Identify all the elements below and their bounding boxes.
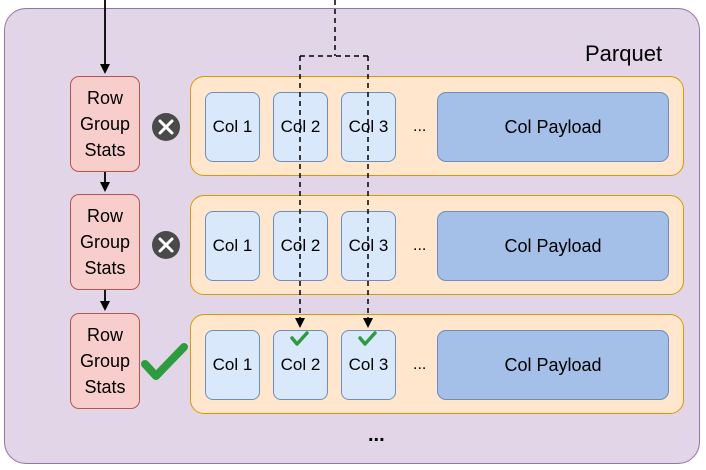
column-payload: Col Payload (437, 92, 669, 162)
column-ellipsis: ... (413, 118, 427, 135)
projection-arrowhead (363, 318, 373, 328)
stats-label-line: Group (79, 114, 131, 134)
column-chunk: Col 2 (273, 211, 328, 281)
row-group-stats-3: Row Group Stats (70, 313, 140, 409)
stats-label-line: Group (79, 232, 131, 252)
projection-arrowhead (295, 318, 305, 328)
small-check-icon (290, 331, 309, 346)
x-circle-icon (152, 113, 180, 141)
stats-label-line: Stats (84, 140, 126, 160)
row-group-stats-1: Row Group Stats (70, 76, 140, 172)
stats-label-line: Row (86, 206, 123, 226)
stats-label-line: Row (86, 325, 123, 345)
column-chunk: Col 1 (205, 211, 260, 281)
stats-label-line: Row (86, 88, 123, 108)
column-payload: Col Payload (437, 330, 669, 400)
column-chunk: Col 2 (273, 330, 328, 400)
small-check-icon (358, 331, 377, 346)
column-payload: Col Payload (437, 211, 669, 281)
more-row-groups-ellipsis: ... (368, 424, 385, 446)
stats-label-line: Stats (84, 377, 126, 397)
column-chunk: Col 1 (205, 330, 260, 400)
stats-label-line: Group (79, 351, 131, 371)
column-chunk: Col 1 (205, 92, 260, 162)
stats-label-line: Stats (84, 258, 126, 278)
column-projection-lines (299, 0, 369, 320)
column-ellipsis: ... (413, 237, 427, 254)
column-ellipsis: ... (413, 356, 427, 373)
row-group-stats-2: Row Group Stats (70, 194, 140, 290)
green-check-icon (141, 343, 188, 380)
container-title: Parquet (585, 41, 663, 66)
x-circle-icon (152, 231, 180, 259)
